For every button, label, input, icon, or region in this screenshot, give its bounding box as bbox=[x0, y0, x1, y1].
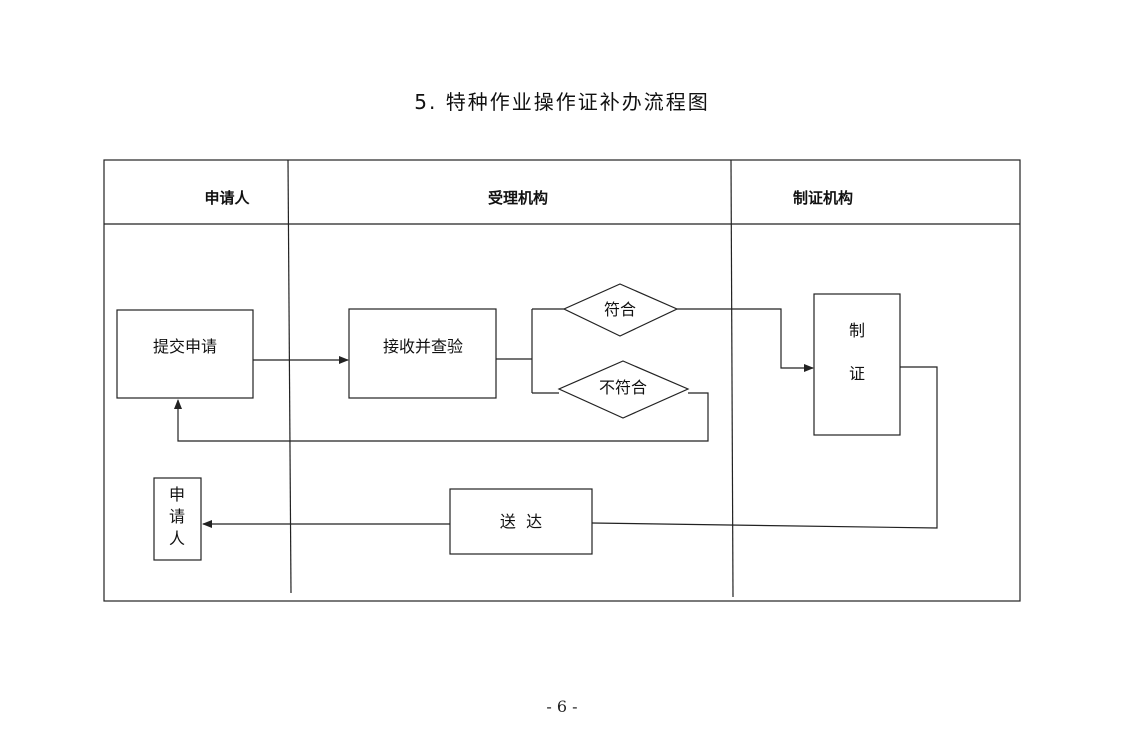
node-receive-label: 接收并查验 bbox=[383, 337, 463, 356]
node-applicant-char-2: 请 bbox=[169, 507, 185, 526]
swimlane-frame bbox=[103, 159, 1021, 602]
node-deliver-label: 送 达 bbox=[500, 512, 542, 531]
node-applicant-char-1: 申 bbox=[169, 485, 185, 504]
node-submit-application: 提交申请 bbox=[116, 309, 254, 399]
lane-header-applicant: 申请人 bbox=[204, 189, 250, 207]
decision-not-meets-label: 不符合 bbox=[599, 378, 647, 397]
arrow-not-meets-return bbox=[174, 392, 709, 442]
connector-make-cert-to-deliver bbox=[591, 366, 938, 529]
node-deliver: 送 达 bbox=[449, 488, 593, 555]
lane-header-accepting: 受理机构 bbox=[488, 189, 548, 207]
arrow-meets-to-make-cert bbox=[677, 308, 814, 372]
decision-meets: 符合 bbox=[562, 283, 679, 337]
decision-meets-label: 符合 bbox=[604, 300, 636, 319]
connector-receive-branch bbox=[496, 308, 564, 394]
decision-not-meets: 不符合 bbox=[557, 360, 690, 419]
node-applicant-char-3: 人 bbox=[169, 529, 185, 548]
page-title: 5. 特种作业操作证补办流程图 bbox=[414, 90, 710, 114]
page-number: - 6 - bbox=[546, 697, 578, 716]
node-applicant-end: 申 请 人 bbox=[153, 477, 202, 561]
node-make-cert-char-2: 证 bbox=[849, 364, 865, 383]
node-make-cert-char-1: 制 bbox=[849, 321, 865, 340]
node-receive-check: 接收并查验 bbox=[348, 308, 497, 399]
node-make-certificate: 制 证 bbox=[813, 293, 901, 436]
node-submit-label: 提交申请 bbox=[153, 337, 217, 356]
lane-header-issuing: 制证机构 bbox=[793, 189, 853, 207]
